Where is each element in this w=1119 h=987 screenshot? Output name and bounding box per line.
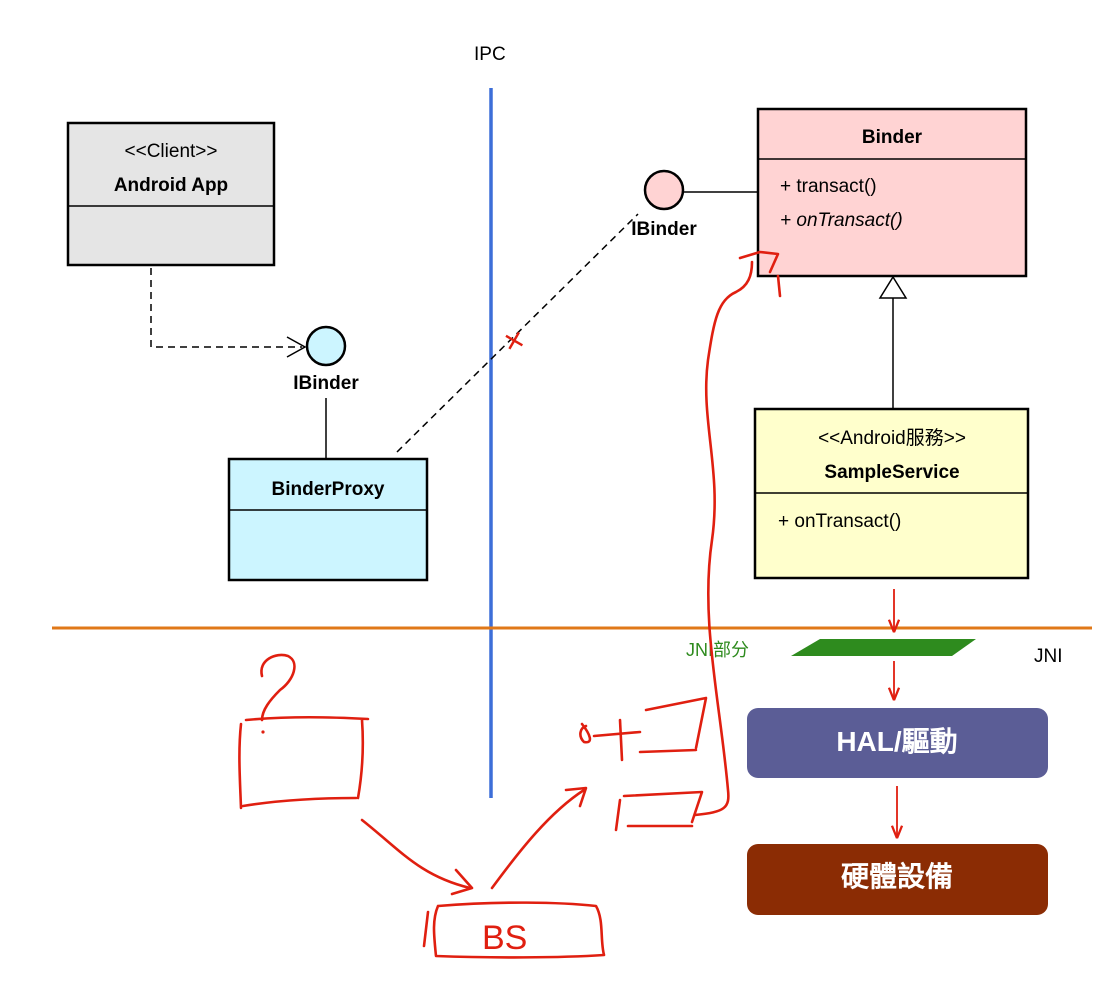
scribble-question-mark: [260, 653, 296, 722]
jni-label: JNI: [1034, 646, 1063, 667]
inheritance-arrowhead-icon: [878, 275, 908, 299]
ibinder-client-label: IBinder: [293, 373, 359, 394]
binder-method-ontransact: + onTransact(): [780, 210, 903, 231]
scribble-question-dot: [261, 730, 265, 734]
scribble-arrow-to-service: [490, 788, 586, 890]
hal-label: HAL/驅動: [836, 726, 957, 757]
client-dependency-arrowhead: [286, 336, 307, 358]
binder-name: Binder: [862, 127, 923, 148]
hardware-label: 硬體設備: [841, 860, 953, 892]
bs-label: BS: [482, 919, 527, 957]
scribble-arrowhead-binder: [738, 250, 780, 274]
client-dependency-arrow: [150, 268, 302, 348]
scribble-tick-binder: [776, 274, 782, 298]
scribble-arrow-to-bs: [360, 818, 472, 890]
scribble-bs-box: [432, 901, 606, 959]
scribble-service-sketch: [579, 696, 708, 832]
binder-proxy-name: BinderProxy: [272, 479, 385, 500]
scribble-arrowhead-service: [564, 786, 588, 808]
service-name: SampleService: [824, 462, 959, 483]
hal-box: [747, 708, 1048, 778]
client-box: <<Client>> Android App: [66, 121, 276, 267]
binder-method-transact: + transact(): [780, 176, 877, 197]
service-stereotype: <<Android服務>>: [818, 427, 966, 449]
binder-box: Binder + transact() + onTransact(): [756, 107, 1028, 278]
scribble-bs-left-mark: [422, 910, 430, 948]
scribble-client-sketch-box: [238, 715, 370, 810]
jni-part-label: JNI部分: [686, 640, 749, 660]
ibinder-interface-client-icon: [305, 325, 347, 367]
hardware-box: [747, 844, 1048, 915]
ipc-dashed-link: [396, 213, 639, 453]
client-stereotype: <<Client>>: [125, 141, 218, 162]
sample-service-box: <<Android服務>> SampleService + onTransact…: [753, 407, 1030, 580]
binder-proxy-box: BinderProxy: [227, 457, 429, 582]
scribble-arrowhead-bs: [450, 868, 474, 896]
ibinder-interface-server-icon: [643, 169, 685, 211]
ipc-label: IPC: [474, 44, 506, 65]
ipc-x-mark: ×: [500, 320, 529, 362]
jni-plate-shape: [791, 639, 976, 656]
ibinder-server-label: IBinder: [631, 219, 697, 240]
client-name: Android App: [114, 175, 228, 196]
scribble-path-to-binder: [693, 260, 754, 817]
service-method-ontransact: + onTransact(): [778, 511, 901, 532]
